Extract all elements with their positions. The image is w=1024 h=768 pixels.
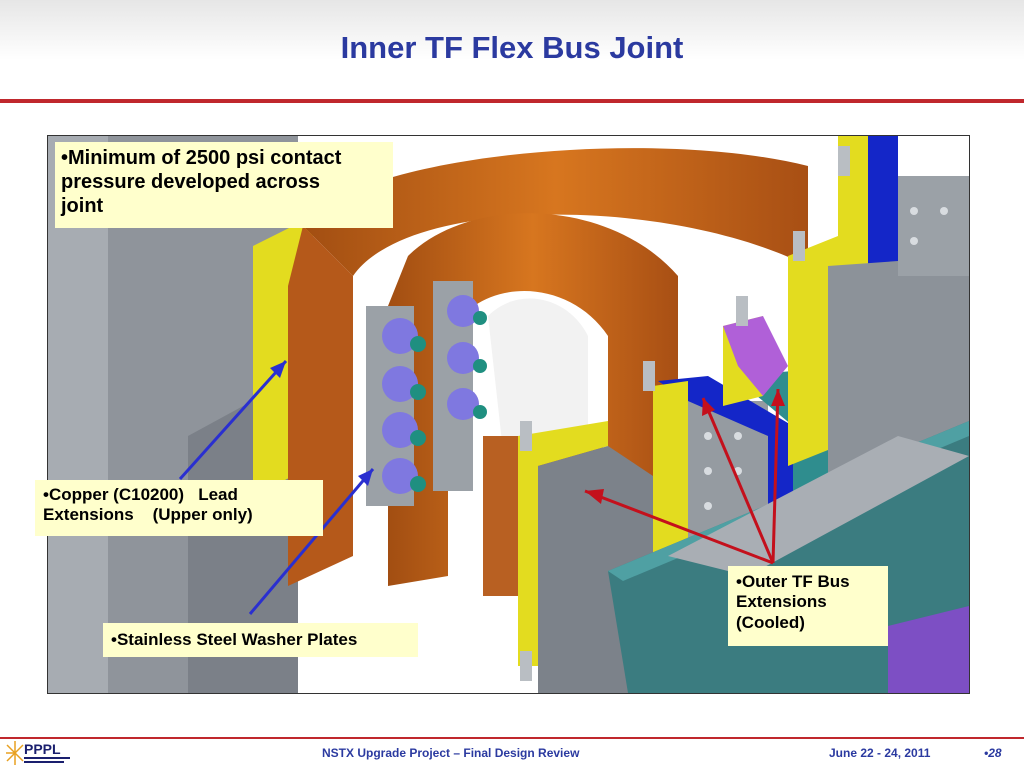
callout-line: pressure developed across	[61, 171, 321, 193]
slide-header	[0, 0, 1024, 100]
callout-line: •Stainless Steel Washer Plates	[111, 630, 358, 649]
footer-rule	[0, 737, 1024, 739]
callout-line: Extensions (Upper only)	[43, 505, 253, 525]
callout-washer-plates: •Stainless Steel Washer Plates	[103, 623, 418, 657]
blue-insulator	[658, 376, 793, 576]
arrow-washer-plates	[248, 468, 375, 615]
cad-figure	[47, 135, 970, 694]
callout-line: •Outer TF Bus	[736, 572, 850, 591]
slide-title: Inner TF Flex Bus Joint	[340, 30, 684, 65]
callout-outer-bus: •Outer TF Bus Extensions (Cooled)	[728, 566, 888, 646]
copper-lead-arch	[303, 148, 808, 276]
arrow-outer-bus-3	[771, 388, 780, 564]
page-number: •28	[984, 746, 1002, 760]
arrow-outer-bus-2	[701, 397, 775, 564]
callout-copper-leads: •Copper (C10200) Lead Extensions (Upper …	[35, 480, 323, 536]
callout-contact-pressure: •Minimum of 2500 psi contact pressure de…	[55, 142, 393, 228]
callout-line: joint	[61, 195, 104, 217]
header-rule	[0, 99, 1024, 103]
callout-line: •Copper (C10200) Lead	[43, 485, 238, 504]
callout-line: •Minimum of 2500 psi contact	[61, 147, 342, 169]
callout-line: (Cooled)	[736, 612, 805, 632]
pppl-logo: PPPL	[6, 741, 70, 765]
yellow-flange-right	[788, 236, 838, 466]
footer-project: NSTX Upgrade Project – Final Design Revi…	[322, 746, 580, 760]
arrow-copper-leads	[178, 359, 288, 481]
callout-line: Extensions	[736, 592, 827, 612]
arrow-outer-bus-1	[584, 489, 774, 565]
footer-date: June 22 - 24, 2011	[829, 746, 931, 760]
svg-text:PPPL: PPPL	[24, 741, 61, 757]
